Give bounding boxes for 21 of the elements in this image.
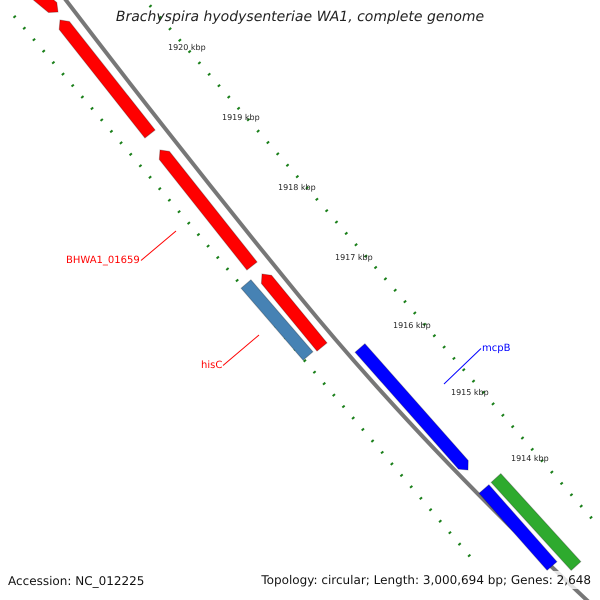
gene-block — [490, 472, 582, 572]
scale-label: 1915 kbp — [451, 388, 489, 397]
scale-label: 1920 kbp — [168, 43, 206, 52]
gene-block — [240, 279, 314, 361]
leader-line — [444, 348, 482, 384]
title: Brachyspira hyodysenteriae WA1, complete genome — [114, 9, 486, 25]
leader-line — [140, 230, 176, 261]
scale-label: 1916 kbp — [393, 321, 431, 330]
scale-label: 1918 kbp — [278, 183, 316, 192]
scale-label: 1917 kbp — [335, 253, 373, 262]
gene-label: hisC — [201, 360, 222, 371]
scale-label: 1919 kbp — [222, 113, 260, 122]
accession-note: Accession: NC_012225 — [8, 574, 144, 588]
gene-block — [158, 149, 258, 271]
leader-line — [222, 334, 260, 366]
gene-label: BHWA1_01659 — [66, 255, 140, 266]
gene-block — [354, 343, 469, 471]
scale-label: 1914 kbp — [511, 454, 549, 463]
gene-label: mcpB — [482, 343, 510, 354]
gene-block — [478, 484, 558, 571]
gene-block — [260, 273, 328, 352]
